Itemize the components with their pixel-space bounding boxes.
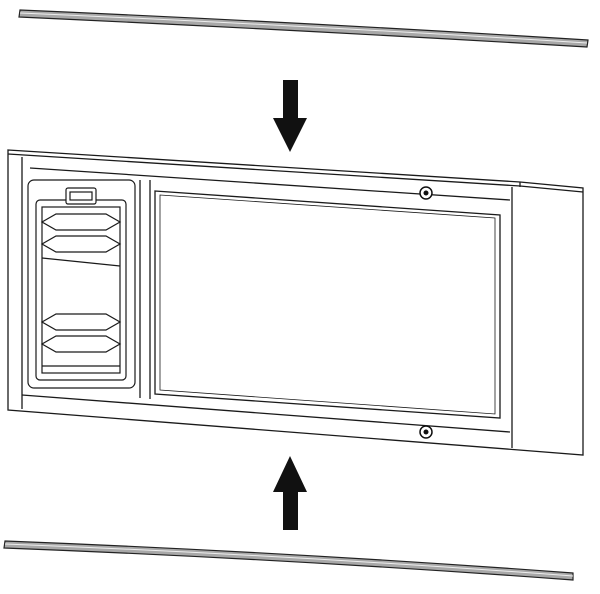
screw-icon <box>419 425 433 439</box>
bottom-seal-strip <box>3 540 574 581</box>
window-panel <box>7 149 584 456</box>
pet-door <box>27 179 136 389</box>
top-seal-strip <box>18 9 589 48</box>
latch-icon[interactable] <box>65 187 97 205</box>
arrow-down-icon <box>273 80 307 152</box>
screw-icon <box>419 186 433 200</box>
arrow-up-icon <box>273 456 307 530</box>
